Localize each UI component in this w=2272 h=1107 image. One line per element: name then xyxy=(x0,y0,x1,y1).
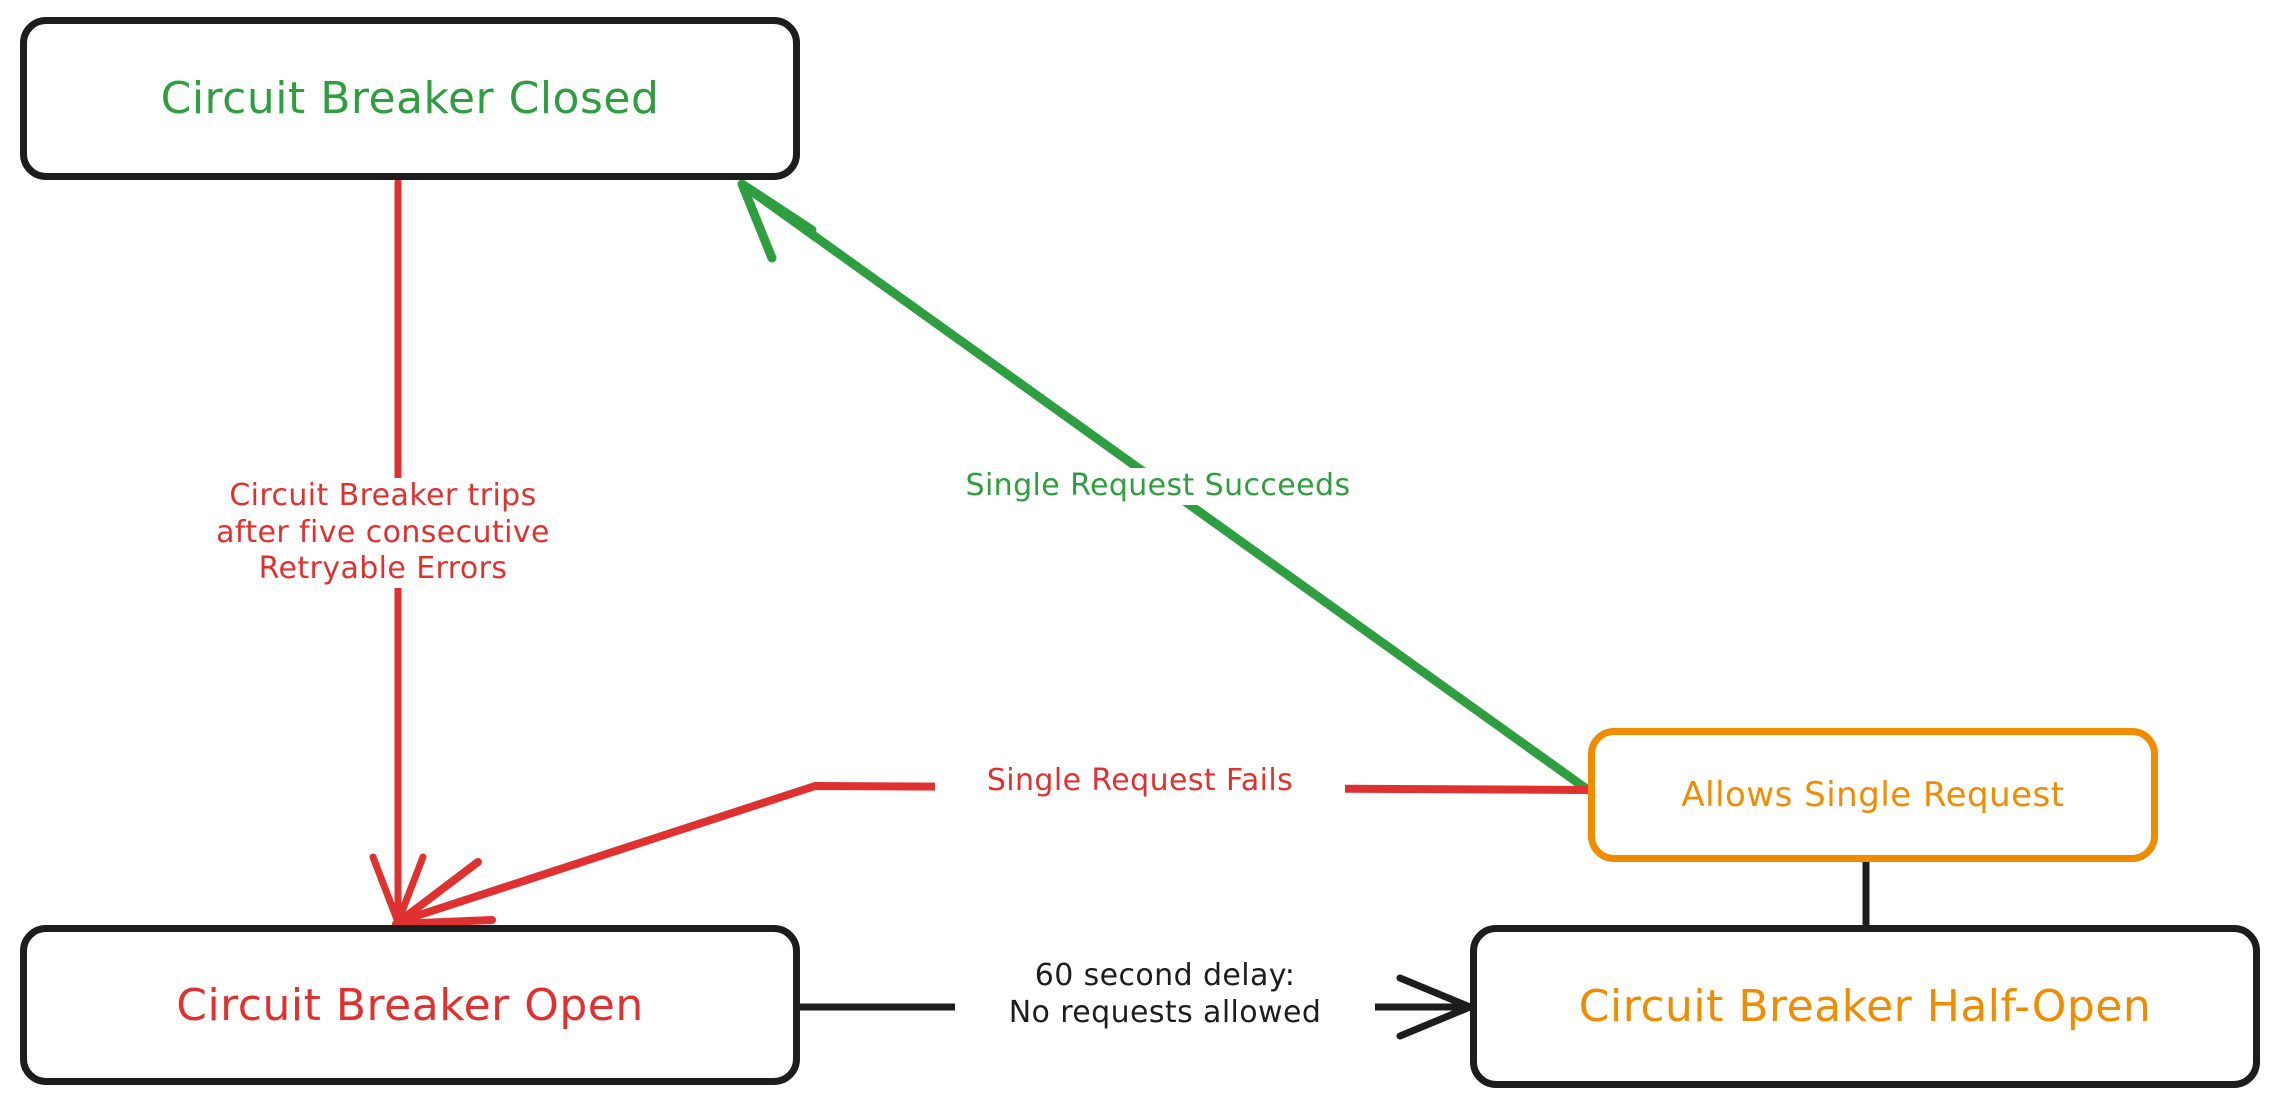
node-circuit-breaker-half-open[interactable]: Circuit Breaker Half-Open xyxy=(1470,925,2260,1088)
node-open-label: Circuit Breaker Open xyxy=(176,979,644,1031)
node-allows-single-request[interactable]: Allows Single Request xyxy=(1588,728,2158,862)
node-circuit-breaker-open[interactable]: Circuit Breaker Open xyxy=(20,925,800,1085)
edge-closed-to-open xyxy=(369,178,427,926)
edge-allows-to-closed xyxy=(737,179,1593,795)
node-circuit-breaker-closed[interactable]: Circuit Breaker Closed xyxy=(20,17,800,180)
node-allows-label: Allows Single Request xyxy=(1681,775,2065,815)
edge-allows-to-open xyxy=(392,782,1592,928)
node-closed-label: Circuit Breaker Closed xyxy=(160,73,660,124)
node-halfopen-label: Circuit Breaker Half-Open xyxy=(1578,981,2152,1032)
edge-open-to-halfopen xyxy=(796,974,1474,1040)
